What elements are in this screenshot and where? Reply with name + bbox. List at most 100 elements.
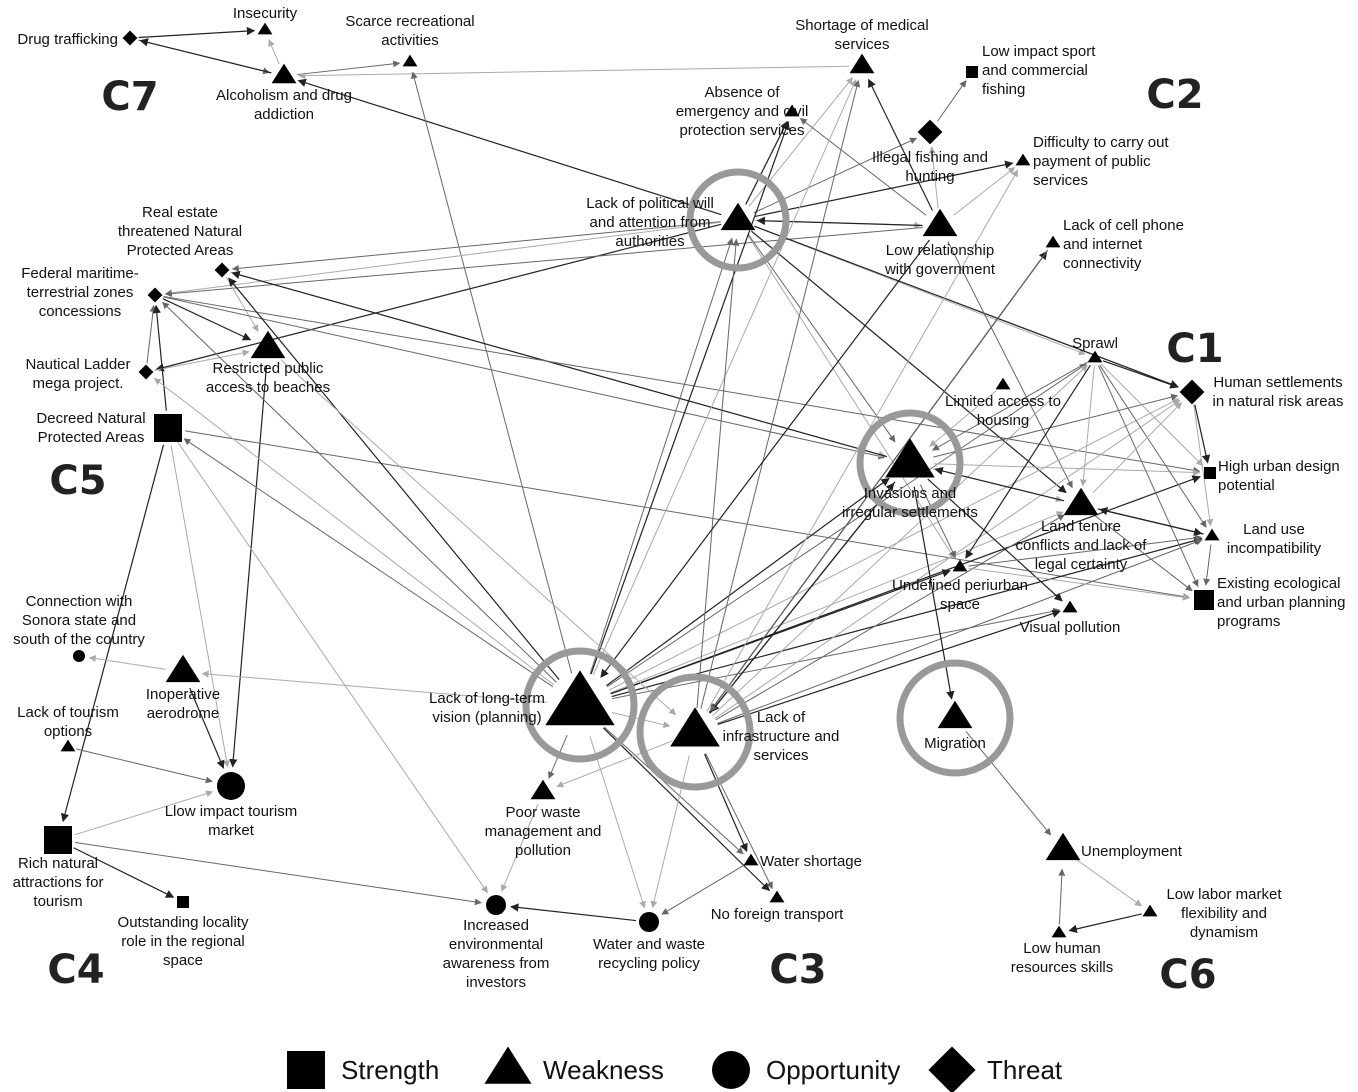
edge-restricted_access-to-lack_infrastructure bbox=[280, 359, 677, 716]
node-weakness-restricted_access bbox=[250, 330, 286, 359]
node-strength-low_impact_fishing bbox=[966, 66, 978, 78]
edge-lack_infrastructure-to-visual_pollution bbox=[717, 609, 1061, 726]
edge-low_relationship-to-federal_maritime bbox=[164, 227, 923, 298]
edge-invasions-to-visual_pollution bbox=[927, 478, 1063, 602]
edge-sprawl-to-land_tenure bbox=[1079, 366, 1095, 487]
node-weakness-no_foreign_transport bbox=[769, 890, 785, 903]
node-weakness-land_tenure bbox=[1063, 487, 1099, 516]
node-weakness-invasions bbox=[885, 438, 935, 478]
node-strength-decreed_npa bbox=[154, 414, 182, 442]
edge-lack_political_will-to-human_settlements_risk bbox=[754, 225, 1179, 388]
edge-decreed_npa-to-rich_natural bbox=[60, 444, 165, 823]
edge-lack_infrastructure-to-land_tenure bbox=[715, 514, 1065, 721]
edge-land_use-to-existing_programs bbox=[1203, 544, 1212, 586]
edge-decreed_npa-to-increased_awareness bbox=[177, 442, 488, 894]
edge-rich_natural-to-outstanding_locality bbox=[73, 847, 175, 898]
edge-lack_infrastructure-to-lack_political_will bbox=[696, 238, 740, 709]
node-weakness-shortage_medical bbox=[849, 53, 875, 74]
node-weakness-poor_waste bbox=[530, 779, 556, 800]
edge-low_relationship-to-shortage_medical bbox=[868, 78, 933, 211]
cluster-label-c5: C5 bbox=[49, 458, 106, 504]
legend-label-threat: Threat bbox=[987, 1055, 1063, 1085]
edge-poor_waste-to-increased_awareness bbox=[500, 803, 539, 892]
edge-undefined_periurban-to-existing_programs bbox=[968, 567, 1190, 601]
edge-lack_infrastructure-to-human_settlements_risk bbox=[714, 400, 1181, 719]
edge-restricted_access-to-low_impact_tourism bbox=[229, 365, 268, 768]
edge-lack_long_term-to-absence_emergency bbox=[590, 121, 790, 675]
legend-label-weakness: Weakness bbox=[543, 1055, 664, 1085]
edge-lack_political_will-to-land_tenure bbox=[750, 230, 1067, 494]
nodes bbox=[44, 22, 1220, 938]
node-weakness-land_use bbox=[1204, 528, 1220, 541]
node-weakness-visual_pollution bbox=[1062, 600, 1078, 613]
edge-federal_maritime-to-invasions bbox=[163, 296, 886, 460]
highlight-ring-lack_infrastructure bbox=[636, 673, 754, 791]
edge-alcoholism-to-scarce_recreational bbox=[296, 60, 401, 76]
edge-invasions-to-undefined_periurban bbox=[919, 484, 956, 559]
edge-lack_infrastructure-to-sprawl bbox=[712, 364, 1088, 716]
edge-shortage_medical-to-alcoholism bbox=[298, 65, 850, 80]
node-weakness-low_labor bbox=[1142, 904, 1158, 917]
edge-lack_infrastructure-to-shortage_medical bbox=[700, 79, 861, 709]
cluster-label-c2: C2 bbox=[1146, 72, 1203, 118]
edge-low_relationship-to-land_tenure bbox=[947, 241, 1073, 489]
edge-sprawl-to-human_settlements_risk bbox=[1102, 360, 1179, 389]
label-water_shortage: Water shortage bbox=[760, 853, 862, 870]
node-weakness-lack_infrastructure bbox=[670, 707, 720, 747]
edge-lack_political_will-to-nautical_ladder bbox=[155, 223, 722, 372]
cluster-label-c1: C1 bbox=[1166, 326, 1223, 372]
label-migration: Migration bbox=[924, 735, 986, 752]
node-threat-drug_trafficking bbox=[122, 30, 138, 46]
edge-low_relationship-to-difficulty_payment bbox=[953, 167, 1016, 216]
node-weakness-low_relationship bbox=[922, 208, 958, 237]
legend-label-strength: Strength bbox=[341, 1055, 439, 1085]
legend-square-icon bbox=[287, 1051, 325, 1089]
edge-lack_infrastructure-to-land_use bbox=[717, 538, 1203, 724]
highlight-ring-invasions bbox=[856, 409, 964, 517]
edge-low_human_resources-to-unemployment bbox=[1058, 868, 1066, 925]
edge-federal_maritime-to-restricted_access bbox=[162, 298, 252, 341]
edge-lack_long_term-to-inoperative_aerodrome bbox=[201, 670, 548, 703]
cluster-label-c6: C6 bbox=[1159, 952, 1216, 998]
edge-lack_long_term-to-scarce_recreational bbox=[410, 71, 573, 674]
cluster-label-c3: C3 bbox=[769, 947, 826, 993]
label-visual_pollution: Visual pollution bbox=[1020, 619, 1121, 636]
edge-lack_political_will-to-alcoholism bbox=[297, 78, 722, 216]
edge-land_tenure-to-human_settlements_risk bbox=[1092, 402, 1182, 493]
node-weakness-lack_political_will bbox=[720, 202, 756, 231]
node-weakness-low_human_resources bbox=[1051, 925, 1067, 938]
node-opportunity-connection_sonora bbox=[73, 650, 85, 662]
edge-sprawl-to-land_use bbox=[1099, 364, 1207, 528]
node-threat-real_estate bbox=[214, 262, 230, 278]
edge-federal_maritime-to-high_urban_design bbox=[163, 295, 1201, 474]
edge-lack_political_will-to-real_estate bbox=[231, 221, 721, 272]
edge-lack_long_term-to-human_settlements_risk bbox=[608, 398, 1180, 691]
node-weakness-water_shortage bbox=[743, 853, 759, 866]
edge-low_labor-to-low_human_resources bbox=[1068, 913, 1142, 934]
edge-water_waste_policy-to-increased_awareness bbox=[510, 903, 637, 922]
edge-real_estate-to-restricted_access bbox=[225, 277, 259, 332]
node-strength-high_urban_design bbox=[1204, 467, 1216, 479]
edge-drug_trafficking-to-insecurity bbox=[138, 26, 256, 39]
edge-lack_political_will-to-difficulty_payment bbox=[754, 160, 1014, 218]
edge-rich_natural-to-low_impact_tourism bbox=[74, 790, 214, 836]
node-weakness-migration bbox=[937, 700, 973, 729]
